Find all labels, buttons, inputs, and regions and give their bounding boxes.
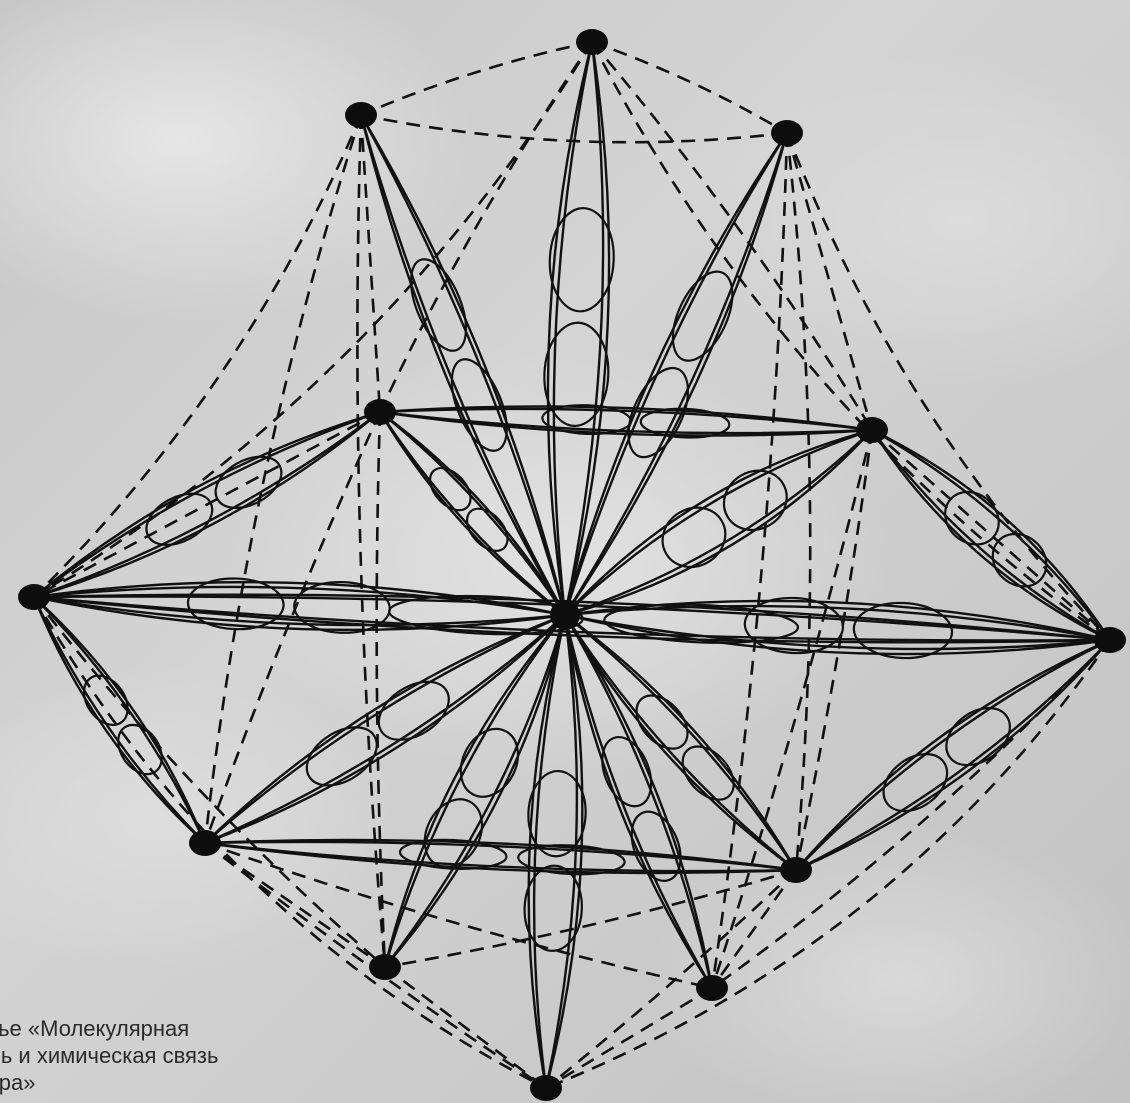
ring-bond-right-br-outline-1	[796, 640, 1110, 870]
dashed-links	[34, 42, 1110, 1088]
dashed-link-24	[712, 640, 1110, 988]
ring-bond-right-br-outline-0	[796, 640, 1110, 870]
atom-top	[576, 29, 608, 55]
ring-bond-left-bl-outline-0	[34, 597, 205, 843]
dashed-link-17	[34, 412, 380, 597]
ring-bond-bl-br	[205, 838, 796, 877]
atom-br	[780, 857, 812, 883]
atom-bl	[189, 830, 221, 856]
lobe-center-bl	[205, 615, 565, 843]
atom-b2	[696, 975, 728, 1001]
dashed-link-28	[712, 870, 796, 988]
dashed-link-7	[380, 42, 592, 412]
dashed-link-0	[34, 115, 361, 597]
atom-left	[18, 584, 50, 610]
lobe-center-tl-outline-0	[361, 115, 565, 615]
lobe-center-b2-outline-0	[565, 615, 712, 988]
ring-bond-left-bl-orbital-1	[109, 717, 170, 783]
dashed-link-8	[592, 42, 872, 430]
lobe-center-mr	[565, 430, 872, 615]
ring-bond-ml-mr	[380, 404, 872, 439]
atom-ml	[364, 399, 396, 425]
ring-bond-right-br	[796, 640, 1110, 870]
atom-right	[1094, 627, 1126, 653]
dashed-link-22	[34, 597, 385, 967]
ring-bond-left-bl	[34, 597, 205, 843]
dashed-link-26	[205, 843, 385, 967]
lobe-center-b2	[565, 615, 712, 988]
ring-bond-left-bl-outline-1	[34, 597, 205, 843]
atom-tl	[345, 102, 377, 128]
ring-bond-bl-br-outline-0	[205, 840, 796, 873]
atom-b1	[369, 954, 401, 980]
dashed-link-30	[546, 988, 712, 1088]
ring-bond-ml-mr-outline-1	[380, 409, 872, 433]
dashed-link-13	[787, 133, 810, 870]
dashed-link-14	[712, 133, 787, 988]
lobe-center-b1-orbital-0	[450, 719, 529, 806]
atom-mr	[856, 417, 888, 443]
lobe-center-mr-outline-1	[565, 430, 872, 615]
caption-text: тье «Молекулярная ль и химическая связь …	[0, 1015, 348, 1096]
lobe-center-mr-outline-0	[565, 430, 872, 615]
lobe-center-tl	[361, 115, 565, 615]
dashed-link-29	[385, 967, 546, 1088]
lobe-center-bl-orbital-0	[368, 670, 459, 752]
atom-bottom	[530, 1075, 562, 1101]
lobe-center-b2-outline-1	[565, 615, 712, 988]
dashed-link-1	[361, 115, 380, 412]
lobe-center-bl-outline-0	[205, 615, 565, 843]
dashed-link-6	[592, 42, 787, 133]
dashed-link-5	[361, 42, 592, 115]
lobe-center-tl-outline-1	[361, 115, 565, 615]
ring-bond-mr-right-orbital-0	[935, 481, 1010, 555]
lobe-center-bl-orbital-1	[296, 715, 387, 797]
lobe-center-b2-orbital-1	[622, 805, 689, 888]
lobe-center-b2-orbital-0	[593, 730, 660, 813]
dashed-link-11	[787, 133, 1110, 640]
atom-center	[550, 600, 580, 630]
lobe-center-bl-outline-1	[205, 615, 565, 843]
lobe-center-top	[542, 42, 616, 615]
ring-bond-bl-br-outline-1	[205, 842, 796, 871]
ring-bond-right-br-orbital-1	[873, 742, 958, 822]
dashed-link-19	[712, 430, 872, 988]
atom-tr	[771, 120, 803, 146]
orbital-lobes	[34, 42, 1110, 1088]
